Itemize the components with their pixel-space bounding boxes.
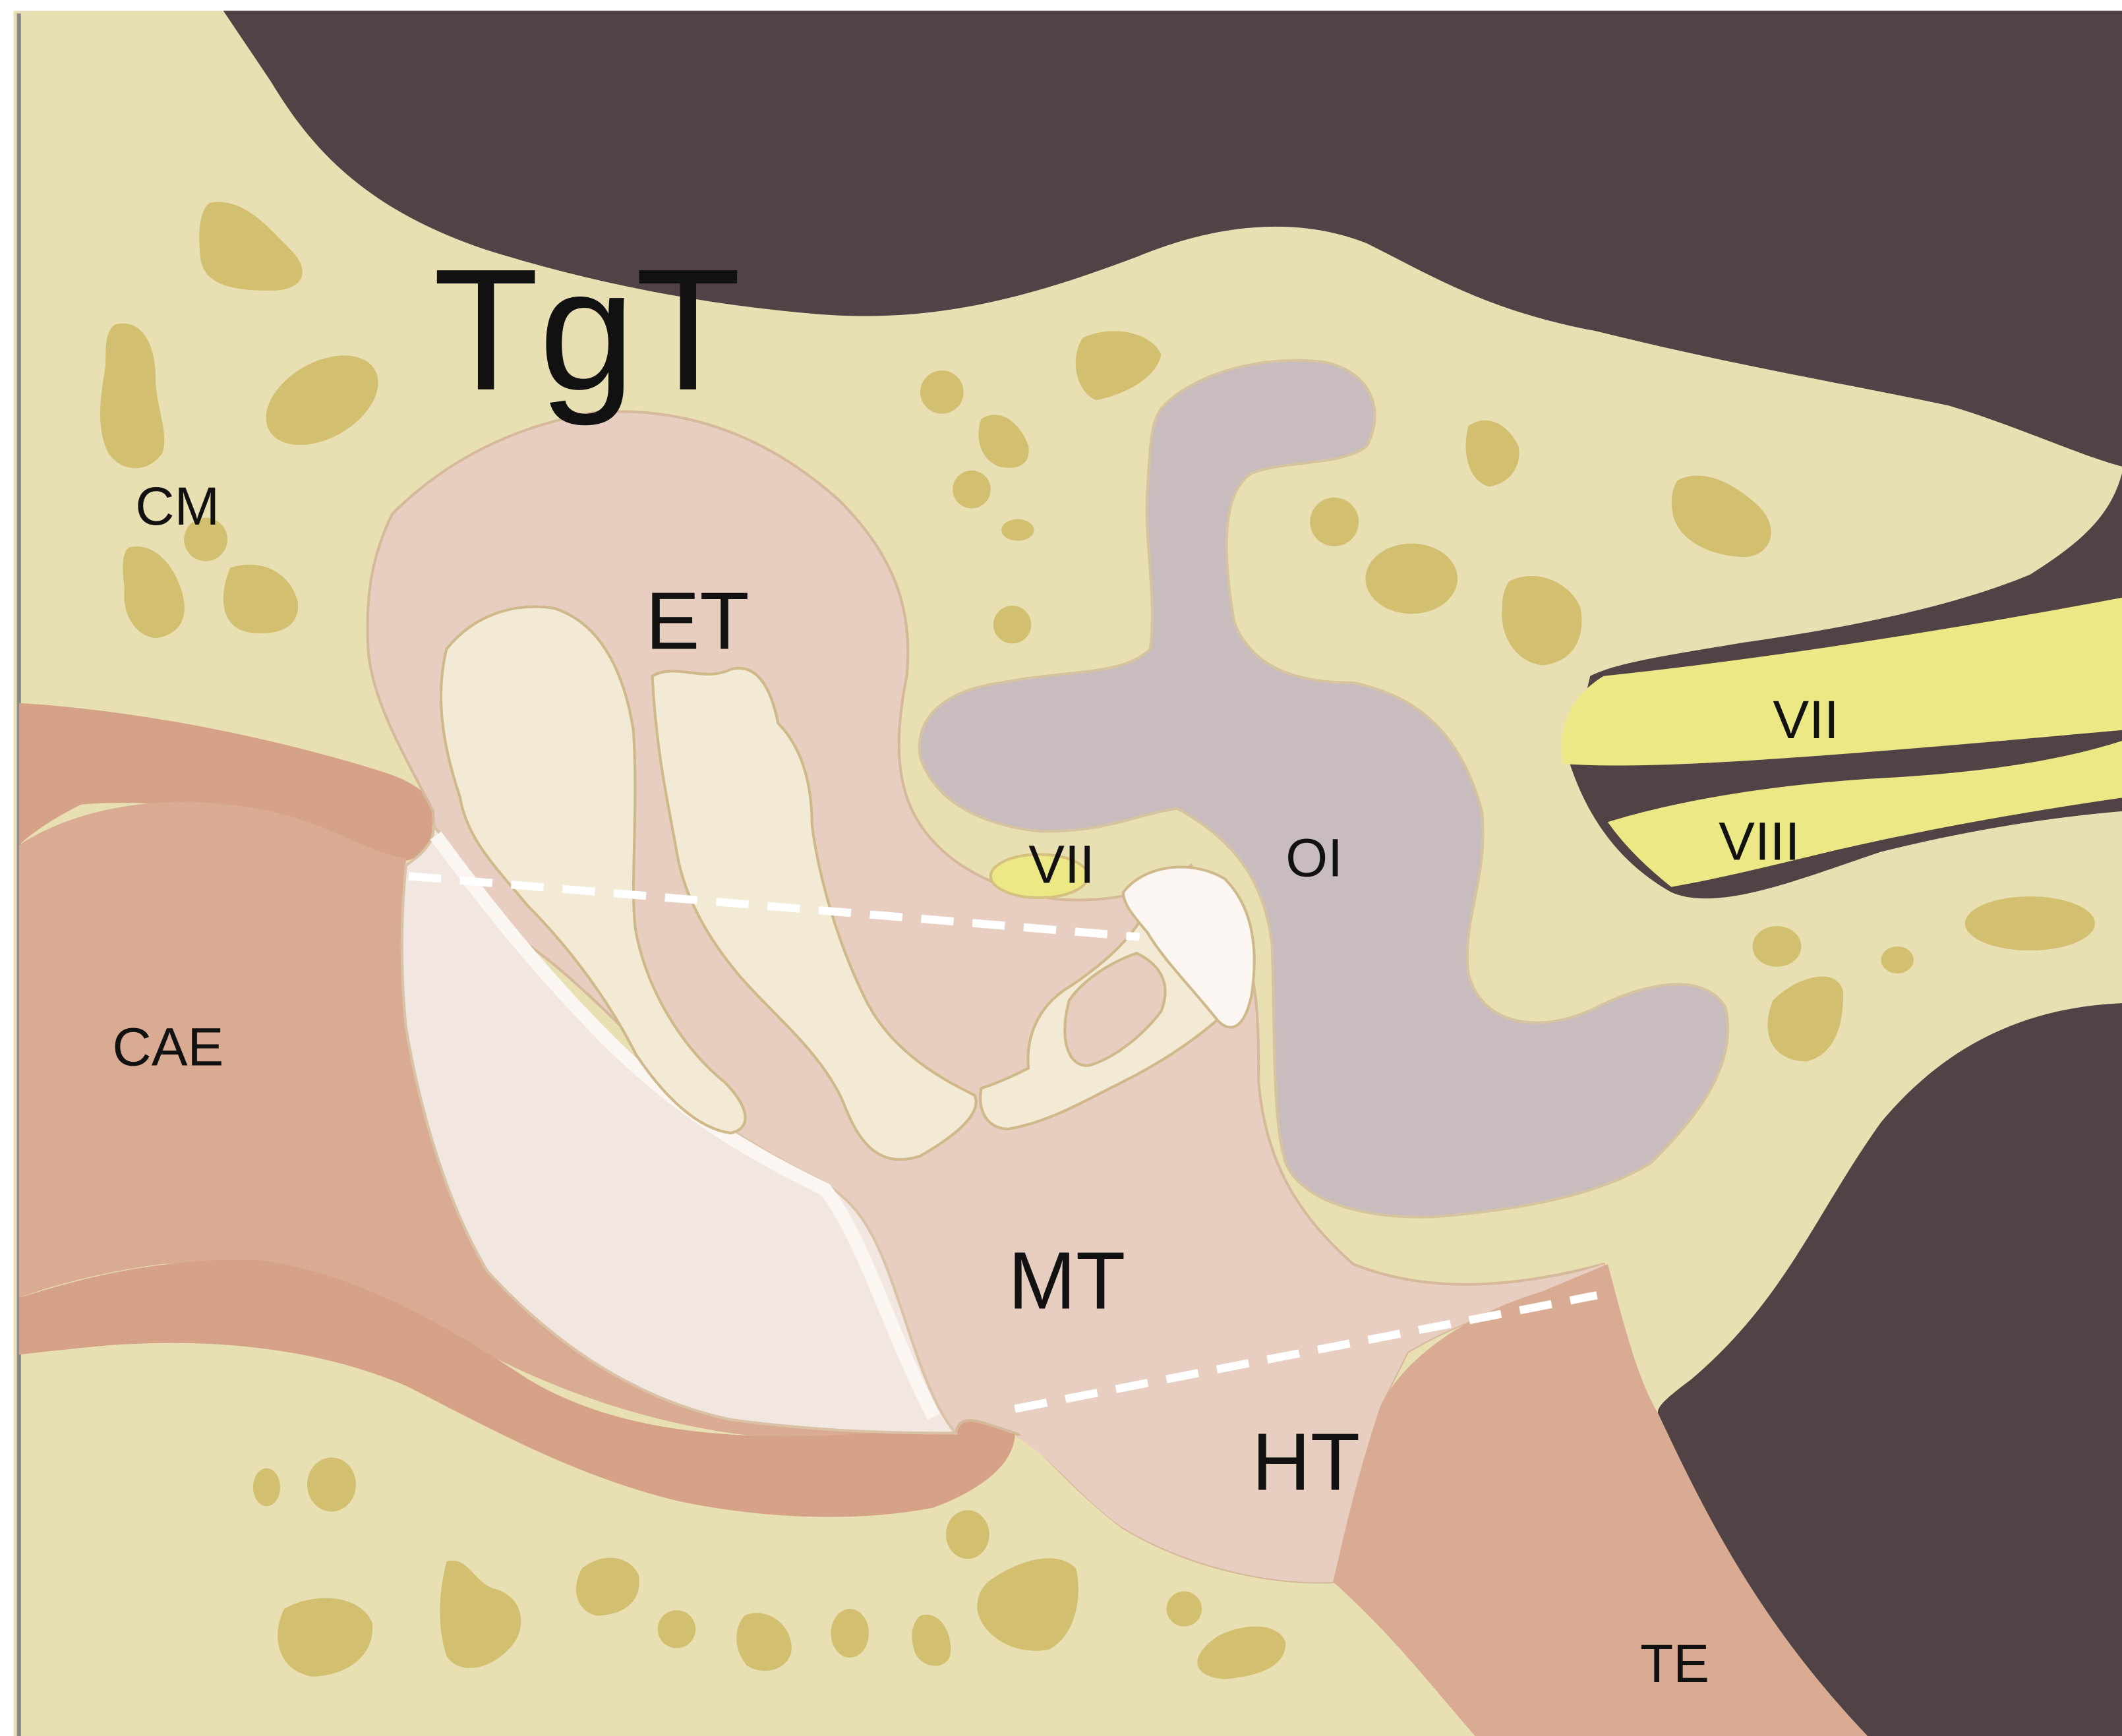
label-te: TE: [1640, 1634, 1709, 1694]
air-cell: [993, 606, 1031, 643]
air-cell: [946, 1510, 989, 1559]
air-cell: [307, 1457, 356, 1511]
air-cell: [1753, 926, 1802, 967]
air-cell: [1167, 1592, 1202, 1627]
label-vii-nerve: VII: [1773, 690, 1839, 750]
air-cell: [1365, 544, 1458, 614]
label-tgt: TgT: [433, 233, 741, 427]
air-cell: [1965, 896, 2095, 950]
label-cae: CAE: [112, 1018, 223, 1078]
air-cell: [953, 471, 990, 508]
air-cell: [1310, 498, 1359, 546]
air-cell: [831, 1609, 869, 1658]
label-vii-canal: VII: [1028, 835, 1094, 895]
air-cell: [920, 370, 964, 414]
label-viii-nerve: VIII: [1719, 812, 1800, 872]
air-cell: [253, 1468, 280, 1506]
label-oi: OI: [1285, 828, 1343, 888]
label-et: ET: [645, 577, 749, 667]
label-ht: HT: [1252, 1418, 1360, 1508]
label-cm: CM: [135, 477, 220, 536]
air-cell: [1001, 519, 1034, 541]
air-cell: [658, 1610, 695, 1648]
air-cell: [1881, 946, 1914, 973]
label-mt: MT: [1008, 1236, 1125, 1327]
